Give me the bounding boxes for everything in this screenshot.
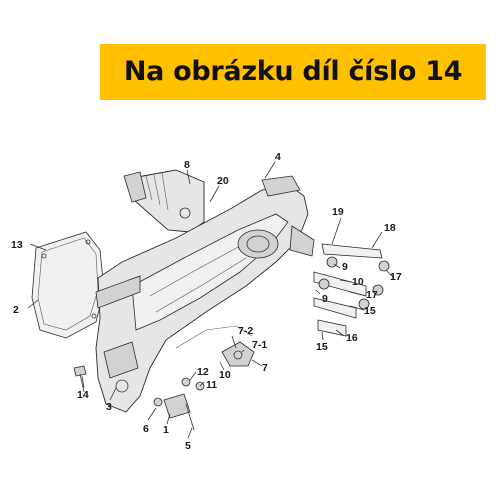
callout-2: 2 [13, 304, 19, 316]
callout-5: 5 [185, 440, 191, 452]
callout-20: 20 [217, 175, 229, 187]
bolts-group [313, 243, 390, 337]
callout-7-2: 7-2 [238, 325, 253, 337]
small-parts-group [153, 377, 205, 431]
cover-part [221, 341, 255, 367]
starter-motor-part [123, 169, 205, 233]
callout-1: 1 [163, 424, 169, 436]
callout-16: 16 [346, 332, 358, 344]
callout-15: 15 [316, 341, 328, 353]
callout-14: 14 [77, 389, 89, 401]
callout-9: 9 [342, 261, 348, 273]
callout-9: 9 [322, 293, 328, 305]
crankcase-part [95, 175, 315, 413]
callout-7-1: 7-1 [252, 339, 267, 351]
callout-11: 11 [206, 379, 217, 391]
callout-10: 10 [219, 369, 231, 381]
callout-17: 17 [390, 271, 402, 283]
title-banner: Na obrázku díl číslo 14 [100, 44, 486, 100]
leader-lines [27, 161, 395, 439]
callout-12: 12 [197, 366, 209, 378]
callout-18: 18 [384, 222, 396, 234]
callout-15: 15 [364, 305, 376, 317]
callout-8: 8 [184, 159, 190, 171]
callout-3: 3 [106, 401, 112, 413]
callout-labels: 8 20 4 13 19 18 17 9 10 17 9 15 2 7-2 7-… [11, 151, 402, 452]
callout-7: 7 [262, 362, 268, 374]
callout-13: 13 [11, 239, 23, 251]
callout-4: 4 [275, 151, 281, 163]
banner-title: Na obrázku díl číslo 14 [123, 56, 463, 87]
callout-17: 17 [366, 289, 378, 301]
callout-6: 6 [143, 423, 149, 435]
callout-10: 10 [352, 276, 364, 288]
gasket-part [31, 231, 105, 339]
bolt-14-part [73, 365, 87, 393]
callout-19: 19 [332, 206, 344, 218]
